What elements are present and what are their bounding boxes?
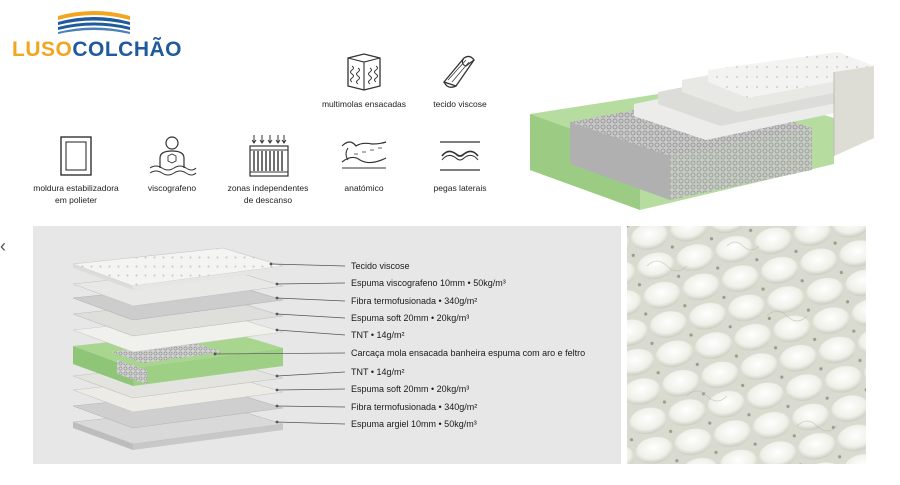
layer-shape-1 (72, 247, 284, 290)
feature-anatomic: anatómico (316, 134, 412, 194)
layer-label-7: TNT • 14g/m² (351, 367, 405, 377)
polyester-frame-icon (60, 136, 92, 176)
graphene-icon (149, 136, 197, 176)
layer-label-8: Espuma soft 20mm • 20kg/m³ (351, 384, 470, 394)
layer-label-6: Carcaça mola ensacada banheira espuma co… (351, 348, 586, 358)
feature-side-handles: pegas laterais (412, 134, 508, 194)
previous-arrow-icon[interactable]: ‹ (0, 236, 6, 256)
layer-label-9: Fibra termofusionada • 340g/m² (351, 402, 478, 412)
layer-label-2: Espuma viscografeno 10mm • 50kg/m³ (351, 278, 506, 288)
pocket-springs-icon (347, 53, 381, 91)
side-handles-icon (440, 141, 480, 171)
rest-zones-icon (249, 135, 289, 177)
layer-label-10: Espuma argiel 10mm • 50kg/m³ (351, 419, 477, 429)
viscose-fabric-icon (442, 55, 475, 88)
quilted-fabric-pattern (627, 226, 866, 464)
layer-shape-6 (73, 330, 283, 386)
layers-diagram-panel: Tecido viscose Espuma viscografeno 10mm … (33, 226, 621, 464)
layer-labels-list: Tecido viscose Espuma viscografeno 10mm … (351, 226, 621, 464)
feature-viscose-fabric: tecido viscose (412, 50, 508, 110)
layer-label-1: Tecido viscose (351, 261, 410, 271)
layer-label-4: Espuma soft 20mm • 20kg/m³ (351, 313, 470, 323)
fabric-closeup-image (627, 226, 866, 464)
layer-label-3: Fibra termofusionada • 340g/m² (351, 296, 478, 306)
layer-label-5: TNT • 14g/m² (351, 330, 405, 340)
logo-waves-icon (58, 11, 130, 34)
feature-graphene: viscografeno (124, 134, 220, 194)
logo-text: LUSOCOLCHÃO (12, 38, 183, 61)
anatomic-icon (341, 141, 387, 169)
mattress-cutaway-image (530, 52, 874, 210)
brand-logo[interactable]: LUSOCOLCHÃO (12, 8, 182, 68)
exploded-layers-image (72, 247, 346, 450)
feature-pocket-springs: multimolas ensacadas (316, 50, 412, 110)
